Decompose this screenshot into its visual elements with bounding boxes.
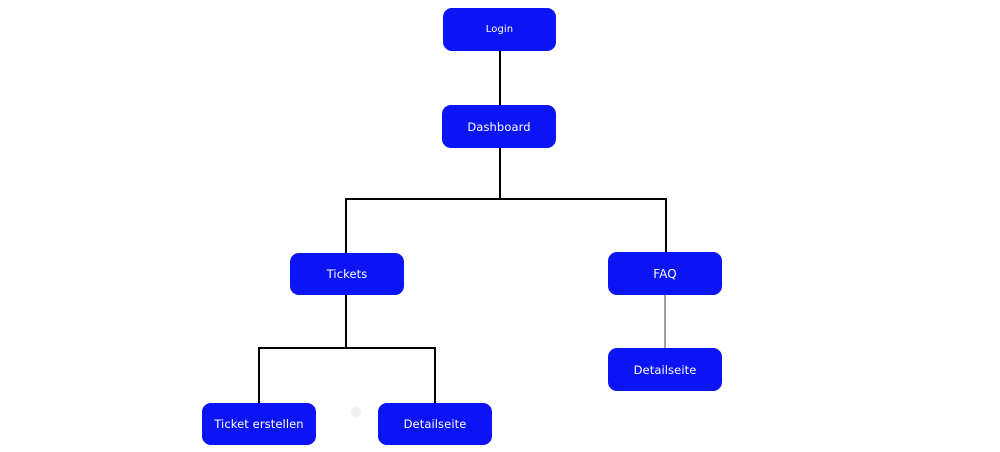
- decorative-dot: [351, 407, 361, 417]
- node-dashboard: Dashboard: [442, 105, 556, 148]
- node-faq-detail: Detailseite: [608, 348, 722, 391]
- node-ticket-detail: Detailseite: [378, 403, 492, 445]
- node-faq: FAQ: [608, 252, 722, 295]
- node-tickets: Tickets: [290, 253, 404, 295]
- node-ticket-create: Ticket erstellen: [202, 403, 316, 445]
- node-login: Login: [443, 8, 556, 51]
